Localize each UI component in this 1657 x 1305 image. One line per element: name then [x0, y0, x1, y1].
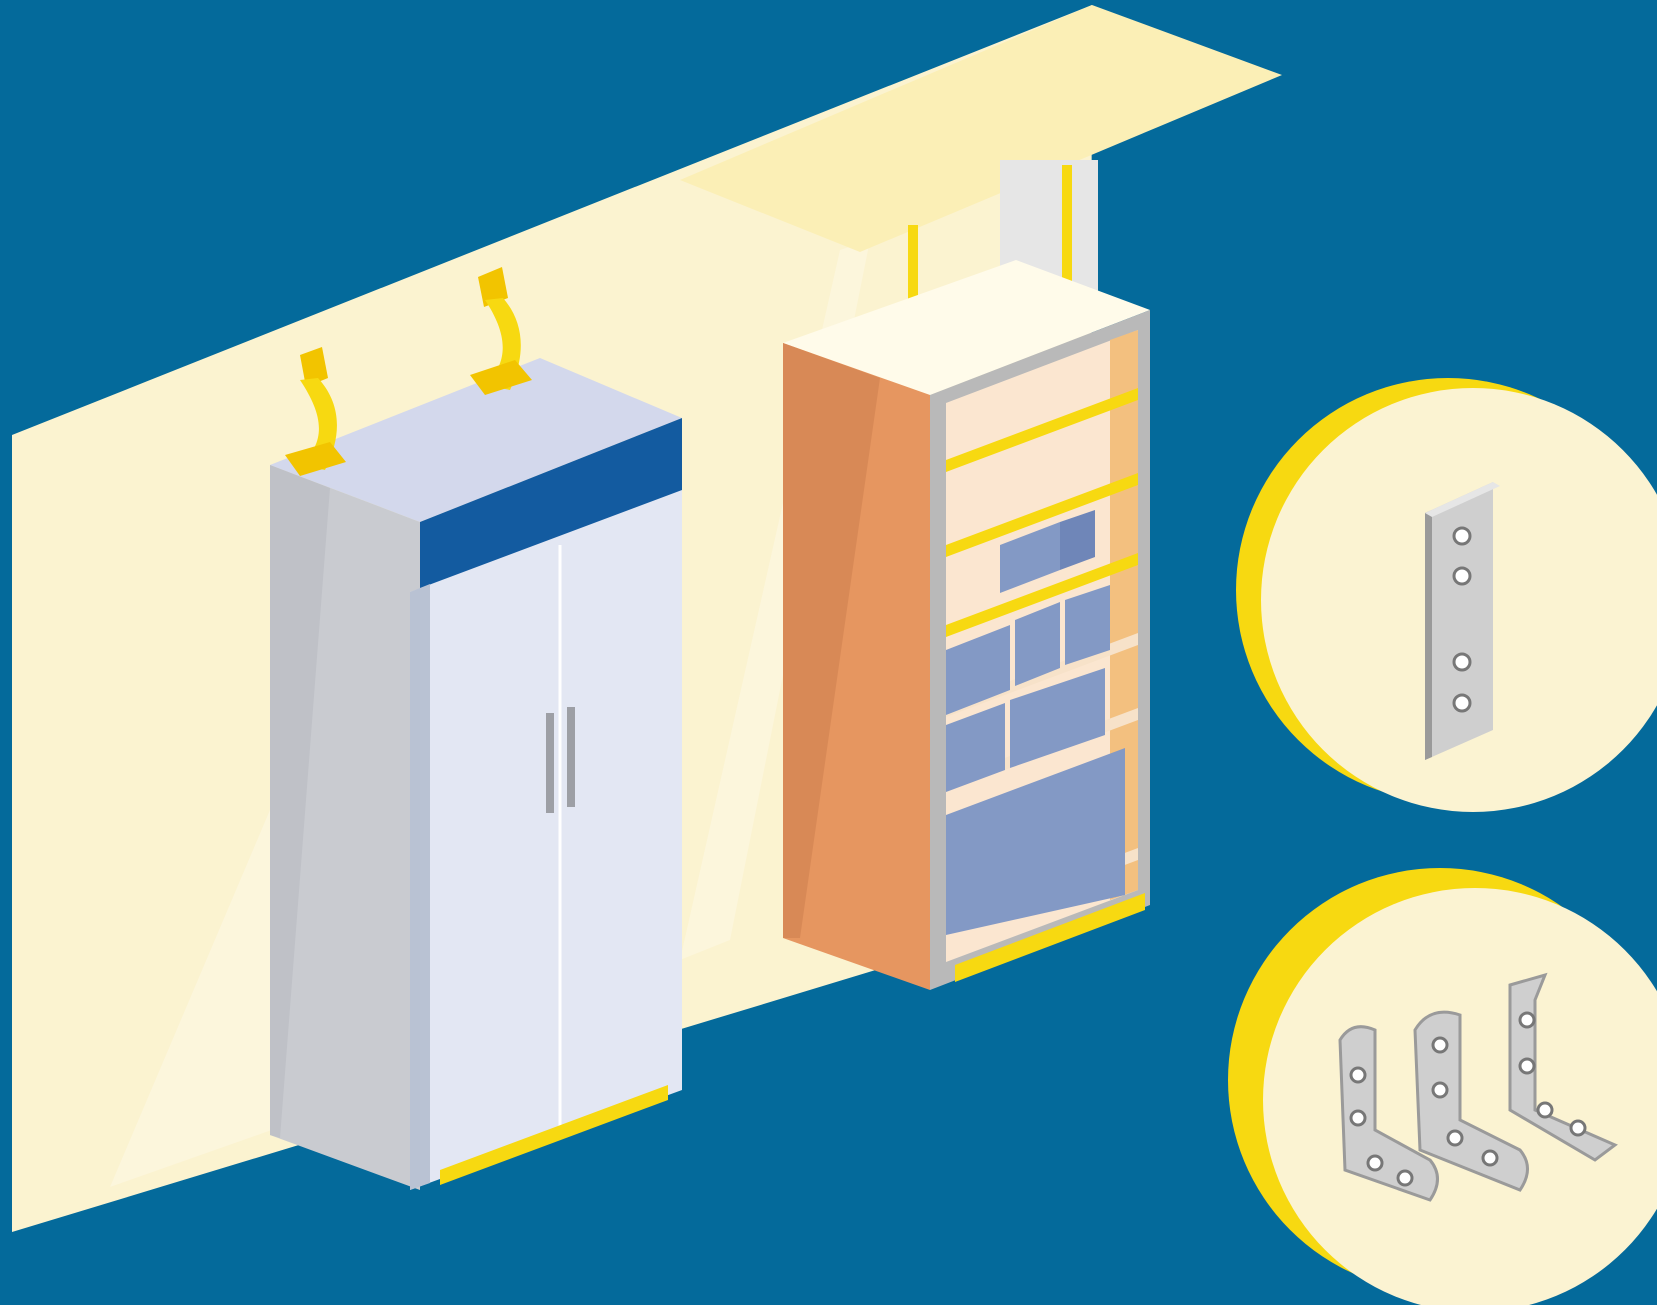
left-door-handle	[546, 713, 554, 813]
refrigerator	[270, 358, 682, 1190]
bookshelf	[783, 260, 1150, 990]
flat-plate-icon	[1425, 482, 1500, 760]
right-door-handle	[567, 707, 575, 807]
